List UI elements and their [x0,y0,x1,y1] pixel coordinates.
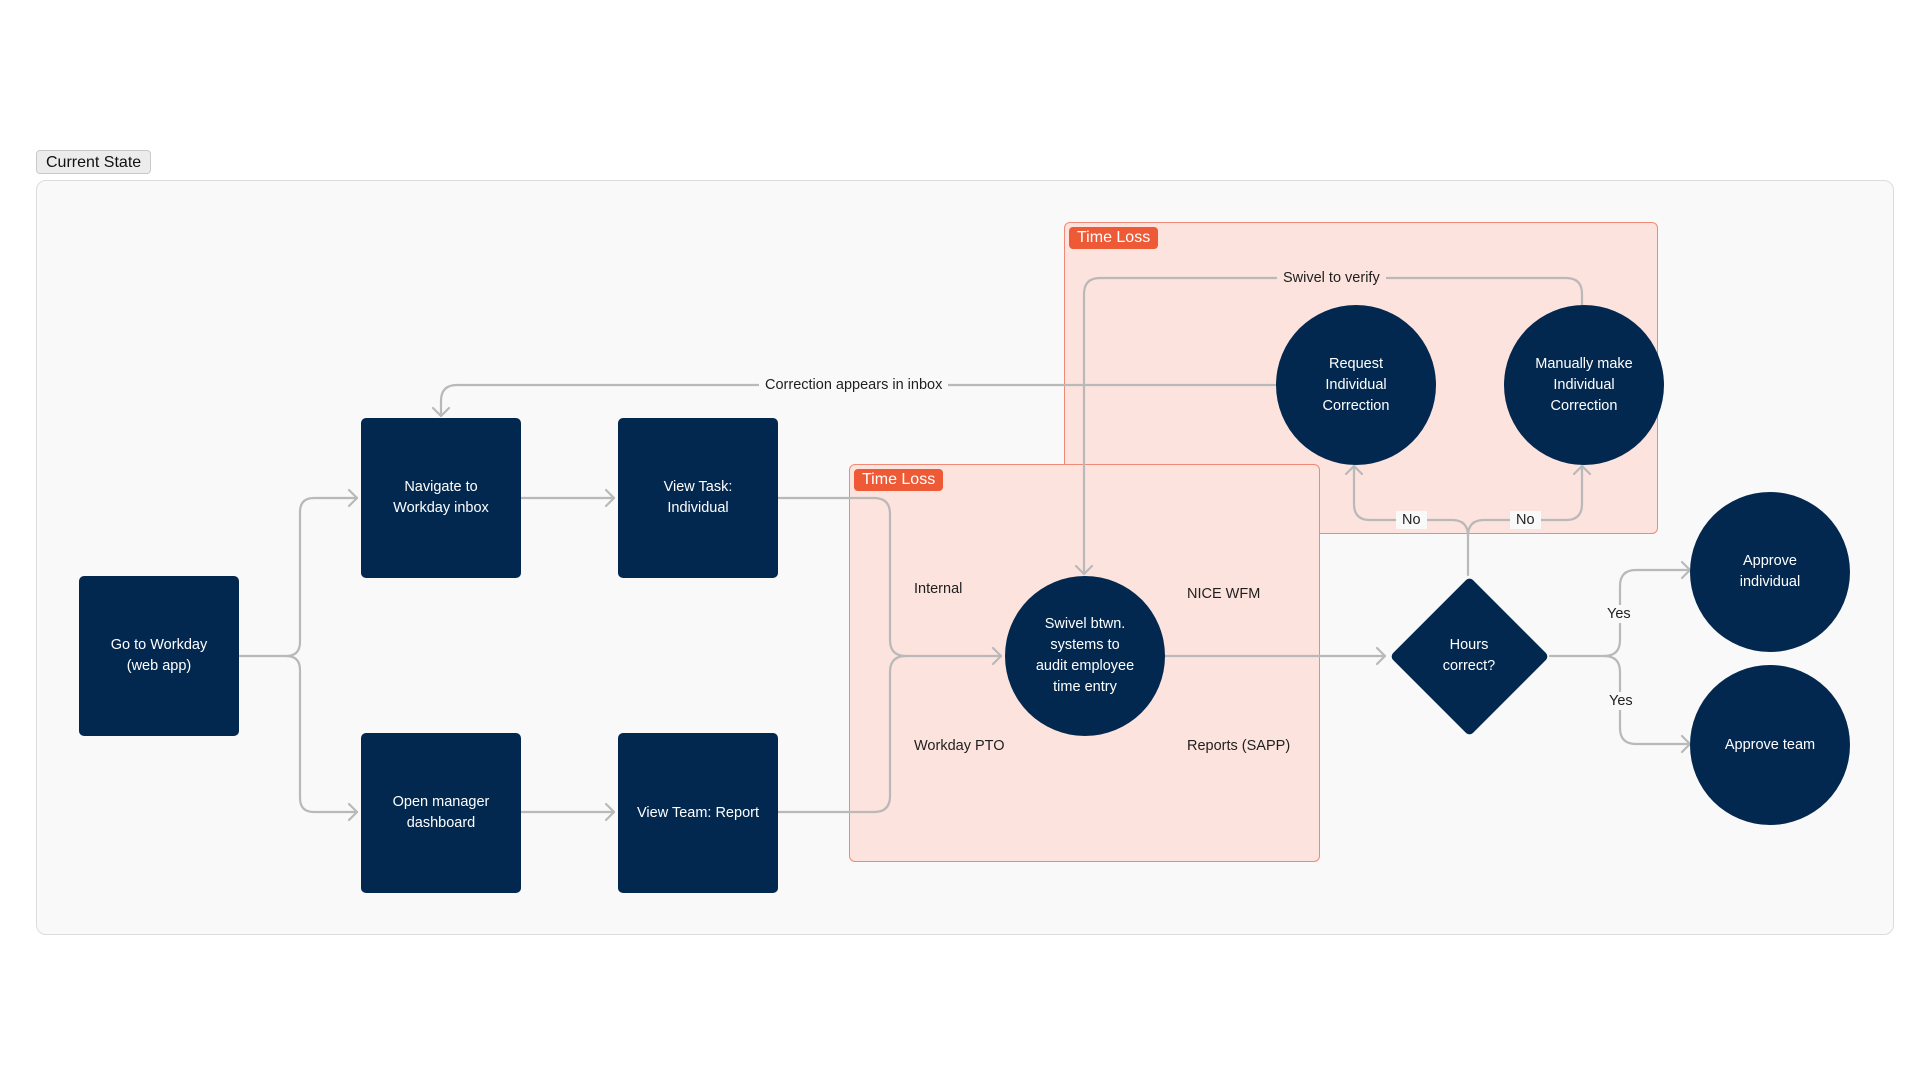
node-label: Approve individual [1739,553,1801,590]
arrowhead [604,802,616,822]
node-label: Open manager dashboard [392,794,490,831]
label-yes-bottom: Yes [1603,692,1639,710]
label-swivel-to-verify: Swivel to verify [1277,269,1386,287]
arrowhead [1572,464,1592,476]
label-yes-top: Yes [1601,605,1637,623]
connector-decision-yes-bottom [1602,654,1692,746]
node-manual-correction[interactable]: Manually make Individual Correction [1504,305,1664,465]
node-label: Hours correct? [1442,637,1496,674]
label-nice-wfm: NICE WFM [1187,586,1261,602]
arrowhead [347,488,359,508]
node-label: Go to Workday (web app) [110,637,208,674]
arrowhead [431,406,451,418]
time-loss-badge-lower: Time Loss [854,469,944,491]
node-label: Request Individual Correction [1322,355,1390,414]
node-label: Swivel btwn. systems to audit employee t… [1035,616,1135,695]
node-swivel-systems[interactable]: Swivel btwn. systems to audit employee t… [1005,576,1165,736]
node-label: Manually make Individual Correction [1535,355,1633,414]
node-approve-individual[interactable]: Approve individual [1690,492,1850,652]
arrowhead [604,488,616,508]
label-no-left: No [1396,511,1427,529]
node-go-to-workday[interactable]: Go to Workday (web app) [79,576,239,736]
connector-report-to-swivel [776,654,908,814]
time-loss-badge-upper: Time Loss [1069,227,1159,249]
arrowhead [991,646,1003,666]
arrowhead [1074,564,1094,576]
arrowhead [1375,646,1387,666]
arrowhead [347,802,359,822]
label-internal: Internal [914,581,963,597]
label-workday-pto: Workday PTO [914,738,1005,754]
label-no-right: No [1510,511,1541,529]
node-open-manager-dashboard[interactable]: Open manager dashboard [361,733,521,893]
label-correction-appears: Correction appears in inbox [759,376,949,394]
connector-correction-to-inbox [439,383,1277,418]
node-view-team-report[interactable]: View Team: Report [618,733,778,893]
connector-workday-to-inbox [237,496,359,658]
connector-task-to-swivel [776,496,1003,658]
node-navigate-inbox[interactable]: Navigate to Workday inbox [361,418,521,578]
connector-workday-to-dashboard [284,654,359,814]
node-view-task-individual[interactable]: View Task: Individual [618,418,778,578]
label-reports-sapp: Reports (SAPP) [1187,738,1291,754]
node-approve-team[interactable]: Approve team [1690,665,1850,825]
frame-title-tab[interactable]: Current State [36,150,152,174]
node-label: View Task: Individual [663,479,733,516]
node-label: View Team: Report [637,804,759,821]
arrowhead [1344,464,1364,476]
node-hours-correct[interactable]: Hours correct? [1389,576,1549,736]
connector-decision-no-right [1466,464,1584,538]
node-label: Approve team [1724,736,1816,753]
node-label: Navigate to Workday inbox [393,479,489,516]
node-request-correction[interactable]: Request Individual Correction [1276,305,1436,465]
